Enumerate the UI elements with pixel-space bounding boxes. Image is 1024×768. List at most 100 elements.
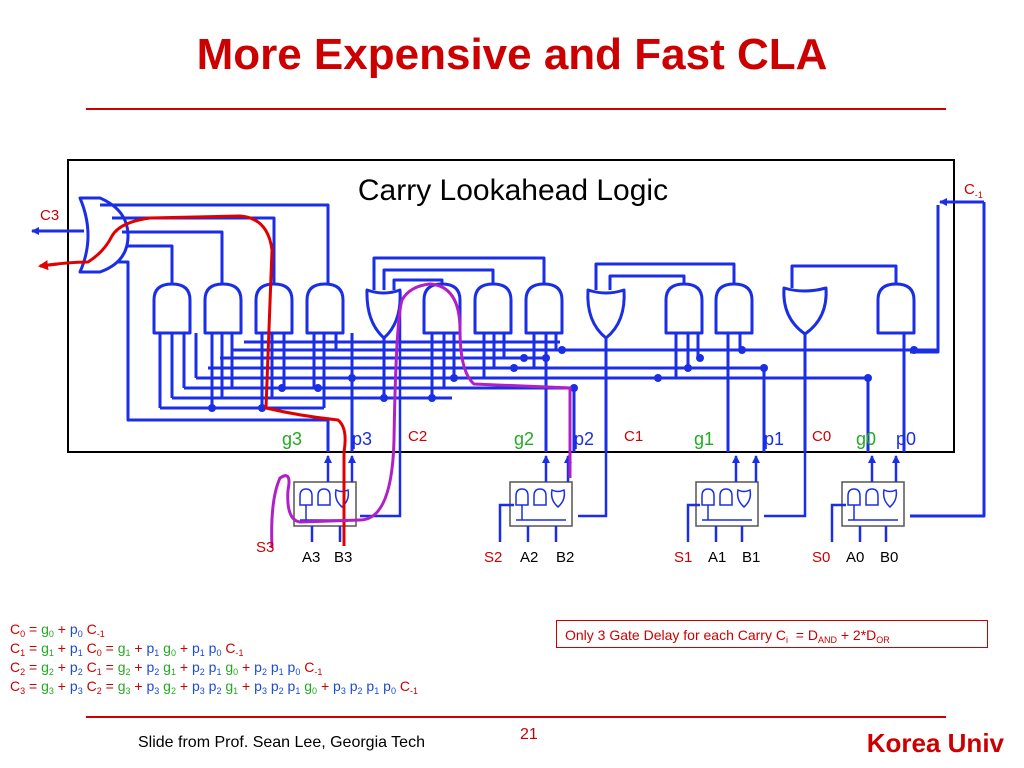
- equation-term: p: [254, 659, 262, 675]
- equation-term: p: [69, 678, 78, 694]
- label-c2: C2: [408, 428, 427, 445]
- equation-term: +: [130, 678, 147, 694]
- or-gate-c3: [78, 196, 130, 274]
- slide-credit: Slide from Prof. Sean Lee, Georgia Tech: [138, 734, 425, 751]
- label-g2: g2: [514, 429, 534, 449]
- equation-subscript: -1: [314, 667, 323, 677]
- equation-subscript: 3: [20, 686, 26, 696]
- equation-term: p: [146, 678, 155, 694]
- label-b2: B2: [556, 549, 574, 566]
- label-s1: S1: [674, 549, 692, 566]
- equation-subscript: 2: [96, 686, 102, 696]
- equation-term: p: [191, 640, 200, 656]
- equation-term: +: [238, 678, 255, 694]
- equation-term: +: [53, 678, 70, 694]
- equation-term: +: [175, 640, 192, 656]
- label-b0: B0: [880, 549, 898, 566]
- adder-cell-2: [509, 481, 573, 527]
- equation-subscript: 2: [20, 667, 26, 677]
- critical-path-purple: [270, 282, 572, 549]
- label-a1: A1: [708, 549, 726, 566]
- equation-subscript: 2: [170, 686, 176, 696]
- equation-term: =: [25, 678, 42, 694]
- equation-term: =: [101, 659, 118, 675]
- label-c1: C1: [624, 428, 643, 445]
- and-gate-5: [422, 282, 462, 335]
- equation-term: C: [395, 678, 410, 694]
- equation-subscript: 0: [96, 648, 102, 658]
- equation-term: p: [69, 659, 78, 675]
- equation-c2: C2 = g2 + p2 C1 = g2 + p2 g1 + p2 p1 g0 …: [10, 658, 322, 677]
- equation-subscript: 2: [199, 667, 205, 677]
- equation-subscript: 3: [340, 686, 346, 696]
- label-p1: p1: [764, 429, 784, 449]
- or-gate-c2: [365, 288, 402, 340]
- equation-term: g: [117, 640, 126, 656]
- equation-term: C: [300, 659, 315, 675]
- equation-term: +: [130, 659, 147, 675]
- or-gate-c1: [586, 288, 626, 340]
- equation-term: p: [362, 678, 375, 694]
- equation-subscript: 2: [278, 686, 284, 696]
- equation-c0: C0 = g0 + p0 C-1: [10, 620, 105, 639]
- equation-subscript: 2: [261, 667, 267, 677]
- equation-term: g: [117, 678, 126, 694]
- equation-subscript: 0: [170, 648, 176, 658]
- and-gate-1: [152, 282, 192, 335]
- label-g3: g3: [282, 429, 302, 449]
- equation-subscript: 3: [261, 686, 267, 696]
- equation-term: =: [25, 621, 42, 637]
- and-gate-8: [664, 282, 704, 335]
- equation-subscript: -1: [96, 629, 105, 639]
- critical-path-red: [39, 214, 347, 546]
- equation-subscript: 3: [77, 686, 83, 696]
- and-gate-2: [203, 282, 243, 335]
- label-g0: g0: [856, 429, 876, 449]
- equation-term: +: [175, 678, 192, 694]
- equation-term: C: [82, 621, 97, 637]
- equation-subscript: 2: [357, 686, 363, 696]
- footer-rule: [86, 716, 946, 718]
- label-p3: p3: [352, 429, 372, 449]
- equation-subscript: 0: [312, 686, 318, 696]
- page-number: 21: [520, 726, 538, 743]
- equation-subscript: 3: [48, 686, 54, 696]
- equation-term: C: [10, 640, 21, 656]
- label-p0: p0: [896, 429, 916, 449]
- equation-term: p: [333, 678, 341, 694]
- equation-subscript: 0: [233, 667, 239, 677]
- equation-term: C: [82, 640, 97, 656]
- equation-term: p: [283, 659, 296, 675]
- and-gate-6: [473, 282, 513, 335]
- equation-term: p: [146, 659, 155, 675]
- equation-subscript: 2: [154, 667, 160, 677]
- equation-term: C: [82, 659, 97, 675]
- and-gate-7: [524, 282, 564, 335]
- equation-term: C: [221, 640, 236, 656]
- label-c0: C0: [812, 428, 831, 445]
- equation-subscript: 1: [125, 648, 131, 658]
- label-p2: p2: [574, 429, 594, 449]
- equation-subscript: 3: [154, 686, 160, 696]
- equation-term: g: [41, 659, 49, 675]
- gate-delay-note: Only 3 Gate Delay for each Carry Ci = DA…: [556, 620, 988, 648]
- equation-subscript: 1: [154, 648, 160, 658]
- equation-subscript: 2: [216, 686, 222, 696]
- label-b3: B3: [334, 549, 352, 566]
- equation-term: p: [204, 678, 217, 694]
- equation-term: =: [25, 659, 42, 675]
- equation-term: g: [221, 678, 234, 694]
- equation-subscript: 0: [48, 629, 54, 639]
- and-gate-9: [714, 282, 754, 335]
- equation-c3: C3 = g3 + p3 C2 = g3 + p3 g2 + p3 p2 g1 …: [10, 677, 418, 696]
- equation-subscript: 1: [374, 686, 380, 696]
- equation-term: p: [266, 659, 279, 675]
- equation-subscript: 1: [77, 648, 83, 658]
- label-s2: S2: [484, 549, 502, 566]
- equation-subscript: 2: [48, 667, 54, 677]
- equation-term: p: [254, 678, 262, 694]
- equation-subscript: -1: [409, 686, 418, 696]
- equation-term: +: [175, 659, 192, 675]
- equation-term: +: [130, 640, 147, 656]
- equation-subscript: 3: [125, 686, 131, 696]
